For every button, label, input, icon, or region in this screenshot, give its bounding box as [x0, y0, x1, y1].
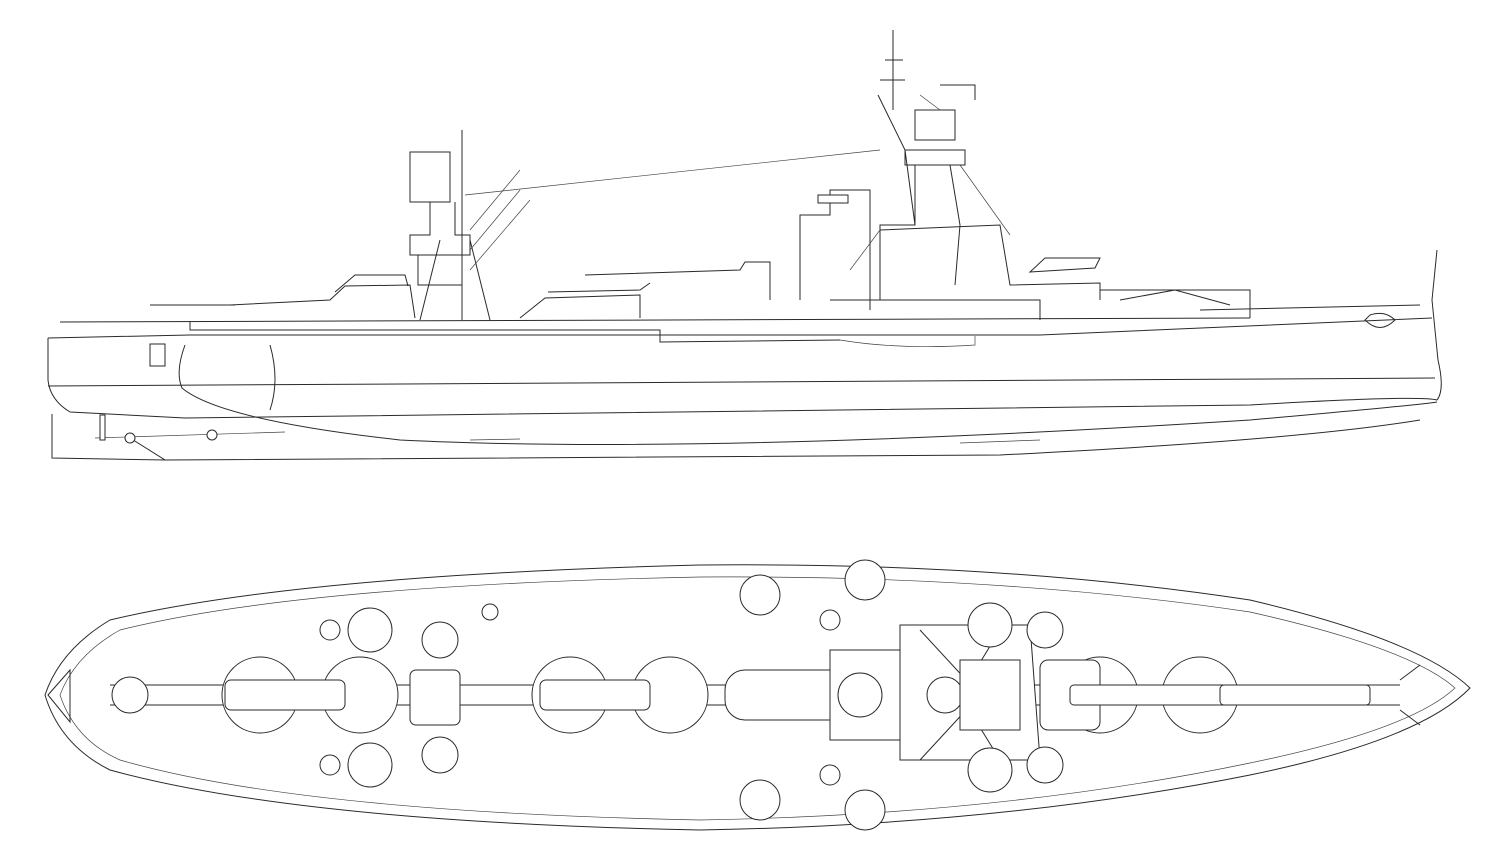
centerline-structures	[110, 624, 1421, 761]
propeller-icon	[206, 429, 218, 441]
profile-view	[47, 30, 1442, 461]
hull-profile	[47, 249, 1442, 461]
main-director	[914, 109, 956, 141]
hull-plan	[44, 564, 1471, 831]
propeller-icon	[124, 432, 136, 444]
superstructure-profile	[59, 30, 1421, 343]
plan-view	[44, 559, 1471, 831]
secondary-mounts	[111, 559, 1064, 831]
aft-director	[409, 151, 451, 203]
